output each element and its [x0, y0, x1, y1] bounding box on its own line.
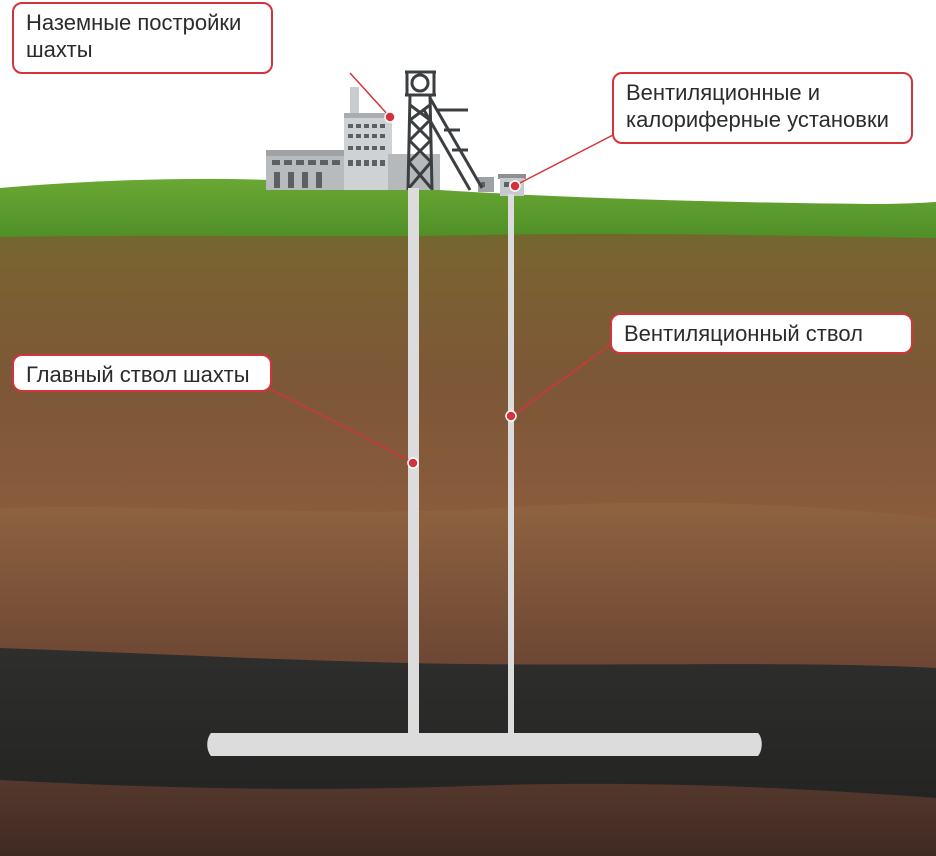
label-surface-buildings: Наземные постройки шахты — [12, 2, 273, 74]
ventilation-shaft — [508, 194, 514, 738]
lower-rock-layer — [0, 780, 936, 856]
marker-dot-surface-buildings — [384, 111, 396, 123]
label-ventilation-shaft: Вентиляционный ствол — [610, 313, 913, 354]
label-ventilation-shaft-text: Вентиляционный ствол — [624, 321, 863, 346]
label-surface-buildings-line2: шахты — [26, 37, 93, 62]
callout-line-ventilation-units — [515, 134, 614, 186]
marker-dot-ventilation-units — [509, 180, 521, 192]
coal-seam-layer — [0, 648, 936, 800]
headframe-tower — [405, 70, 484, 191]
marker-dot-main-shaft — [407, 457, 419, 469]
middle-soil-layer — [0, 502, 936, 670]
grass-surface — [0, 178, 936, 238]
label-ventilation-units-line2: калориферные установки — [626, 107, 889, 132]
label-main-shaft: Главный ствол шахты — [12, 354, 272, 392]
label-surface-buildings-line1: Наземные постройки — [26, 10, 242, 35]
horizontal-drift-tunnel — [207, 733, 762, 756]
label-ventilation-units: Вентиляционные и калориферные установки — [612, 72, 913, 144]
callout-line-surface-buildings — [349, 72, 390, 117]
label-ventilation-units-line1: Вентиляционные и — [626, 80, 821, 105]
callout-line-main-shaft — [269, 388, 414, 463]
label-main-shaft-text: Главный ствол шахты — [26, 362, 250, 387]
upper-soil-layer — [0, 225, 936, 520]
marker-dot-ventilation-shaft — [505, 410, 517, 422]
callout-line-ventilation-shaft — [511, 344, 611, 417]
